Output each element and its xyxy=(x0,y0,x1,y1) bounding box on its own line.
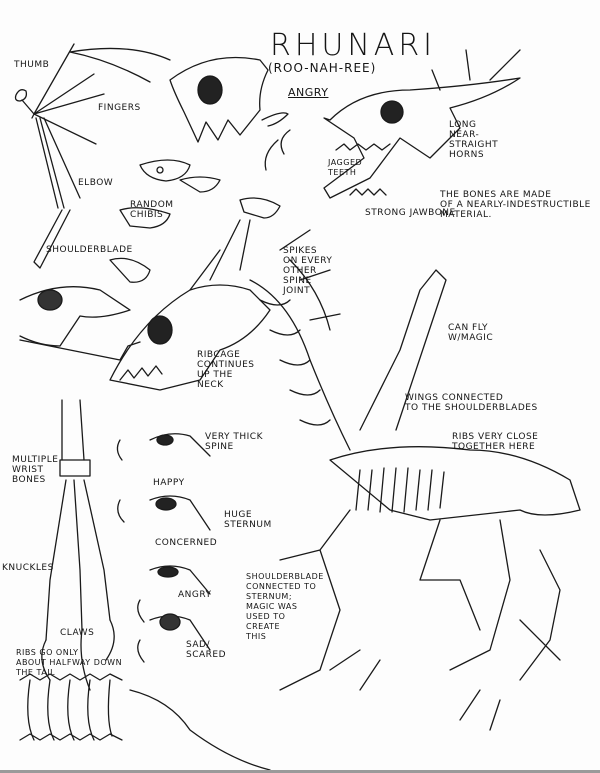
label-random-chibis: Random Chibis xyxy=(130,200,174,220)
right-skull-sketch xyxy=(323,49,521,199)
label-angry: Angry xyxy=(178,590,212,600)
expression-heads-sketch xyxy=(116,433,211,663)
label-claws: Claws xyxy=(60,628,95,638)
main-skeleton-sketch xyxy=(109,219,351,451)
label-shoulderblade: Shoulderblade xyxy=(46,245,133,255)
label-very-thick-spine: Very thick spine xyxy=(205,432,263,452)
label-can-fly: Can fly w/magic xyxy=(448,323,494,343)
sheet-title: Rhunari xyxy=(270,28,437,63)
label-huge-sternum: Huge sternum xyxy=(224,510,272,530)
angry-head-sketch xyxy=(69,47,289,171)
label-multiple-wrist-bones: Multiple wrist bones xyxy=(12,455,59,485)
label-bones-note: The bones are made of a nearly-indestruc… xyxy=(440,190,591,220)
label-fingers: Fingers xyxy=(98,103,141,113)
hand-bones-sketch xyxy=(41,399,115,691)
body-skeleton-sketch xyxy=(279,446,581,731)
label-shoulderblade-note: Shoulderblade connected to sternum; magi… xyxy=(246,572,324,641)
label-long-horns: Long Near- Straight Horns xyxy=(449,120,499,160)
label-wings-connected: Wings connected to the shoulderblades xyxy=(405,393,538,413)
label-tail-ribs: Ribs go only about halfway down the tail xyxy=(16,648,123,677)
pronunciation: (Roo-Nah-Ree) xyxy=(268,61,377,75)
label-jagged-teeth: Jagged Teeth xyxy=(328,158,363,177)
shoulderblade-skull-sketch xyxy=(19,286,141,361)
wing-arm-sketch xyxy=(14,43,105,269)
wing-bone-sketch xyxy=(359,269,447,431)
tail-sketch xyxy=(19,673,271,771)
label-concerned: Concerned xyxy=(155,538,218,548)
label-ribcage: Ribcage continues up the neck xyxy=(197,350,255,390)
chibi-sketches xyxy=(109,129,291,283)
label-sad-scared: Sad/ Scared xyxy=(186,640,227,660)
label-knuckles: Knuckles xyxy=(2,563,54,573)
label-spikes: Spikes on every other spine joint xyxy=(283,246,333,296)
label-ribs-close: Ribs very close together here xyxy=(452,432,539,452)
label-thumb: Thumb xyxy=(14,60,50,70)
label-elbow: Elbow xyxy=(78,178,114,188)
page-edge xyxy=(0,770,600,773)
label-angry-top: Angry xyxy=(288,86,329,99)
label-strong-jawbone: Strong Jawbone xyxy=(365,208,456,218)
label-happy: Happy xyxy=(153,478,185,488)
